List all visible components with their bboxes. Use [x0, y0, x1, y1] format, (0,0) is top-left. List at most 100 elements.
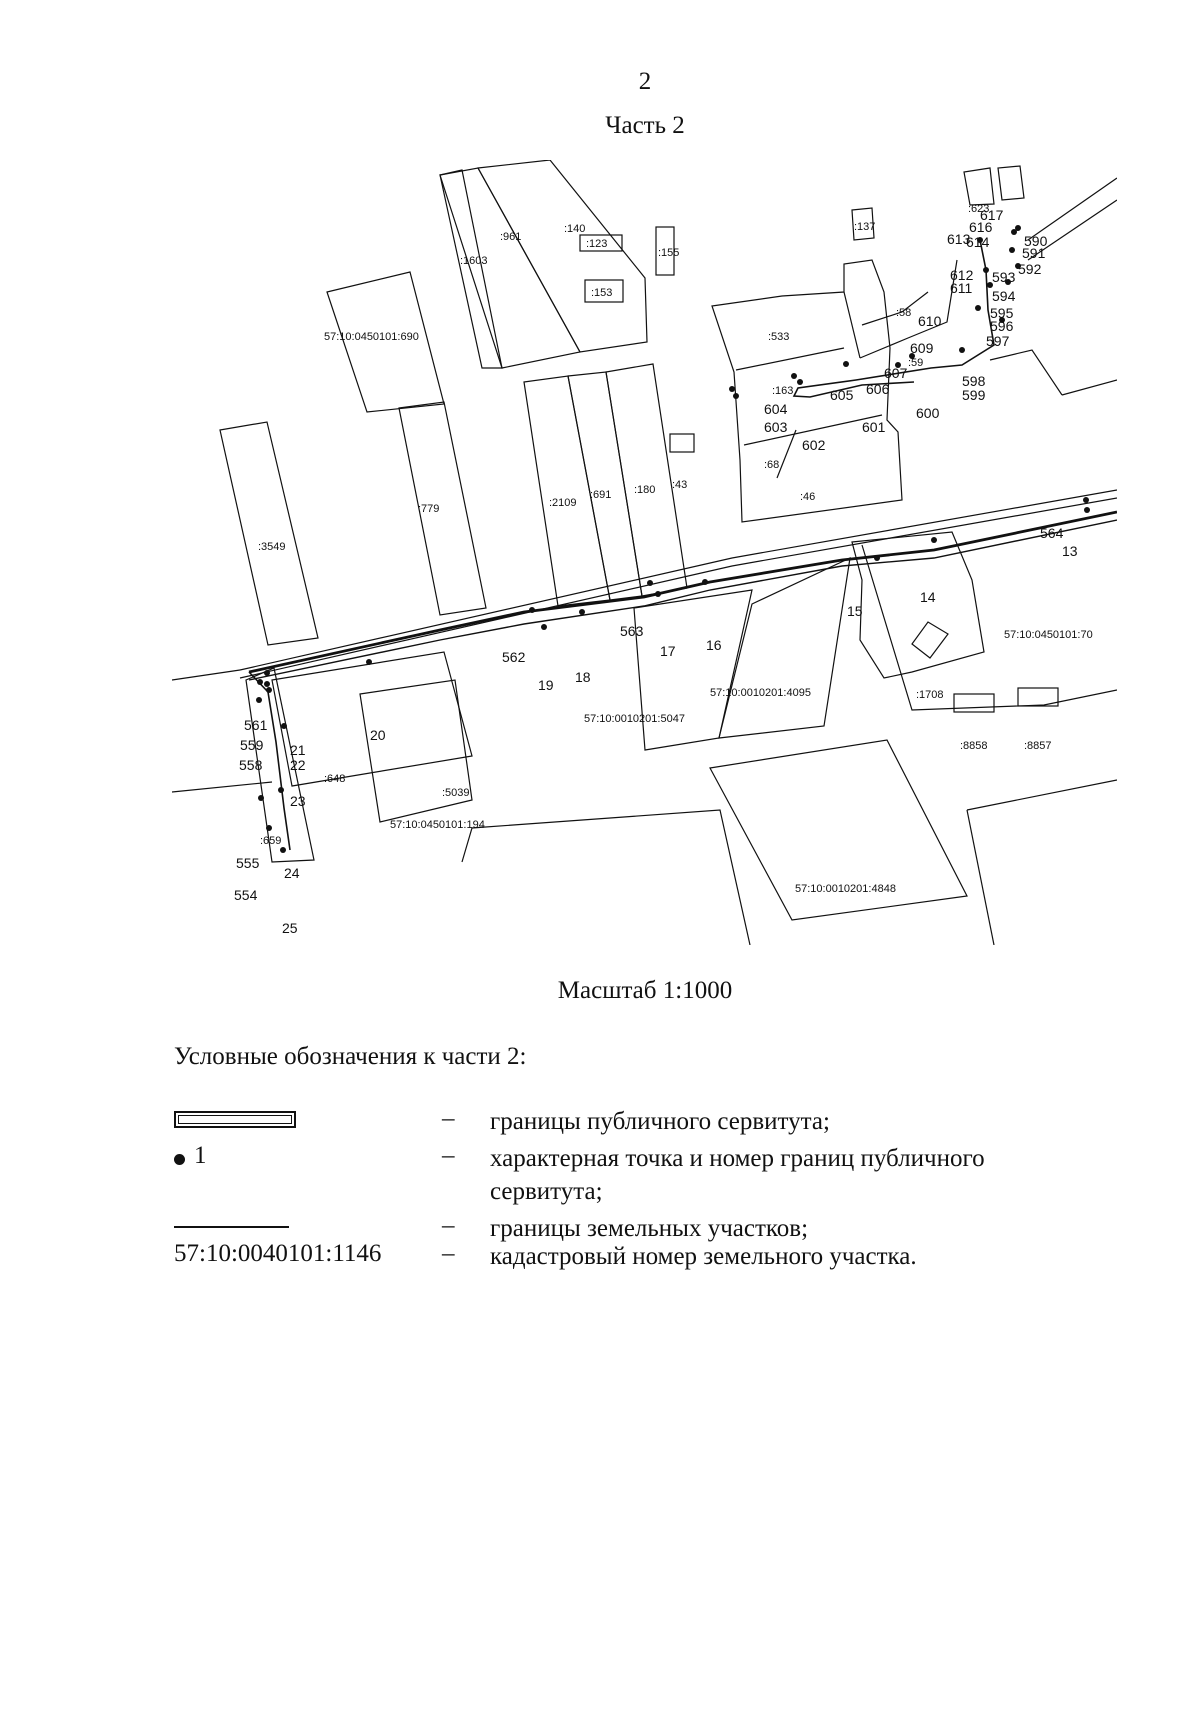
parcel-4848-edge	[966, 779, 1117, 811]
parcel-label: 57:10:0010201:5047	[584, 713, 685, 725]
road-edge-upper-2	[1027, 199, 1117, 261]
point-597	[999, 317, 1005, 323]
legend-dash: –	[442, 1142, 455, 1169]
map-scale: Масштаб 1:1000	[557, 977, 733, 1004]
point-label: 614	[966, 234, 990, 250]
point-17	[655, 591, 661, 597]
point-598	[909, 353, 915, 359]
point-label: 13	[1062, 543, 1078, 559]
cadastral-number-example: 57:10:0040101:1146	[174, 1240, 382, 1267]
parcel-divider	[776, 429, 797, 479]
point-label: 596	[990, 318, 1014, 334]
point-label: 607	[884, 365, 908, 381]
point-label: 601	[862, 419, 886, 435]
parcel-153	[584, 279, 624, 303]
parcel-70	[851, 531, 985, 679]
point-label: 23	[290, 793, 306, 809]
point-label: 609	[910, 340, 934, 356]
point-label: 604	[764, 401, 788, 417]
parcel-label: :43	[672, 479, 687, 491]
point-600	[843, 361, 849, 367]
point-593	[1009, 247, 1015, 253]
parcel-label: :648	[324, 773, 345, 785]
parcel-label: :1603	[460, 255, 488, 267]
point-18	[579, 609, 585, 615]
point-label: 559	[240, 737, 264, 753]
parcel-5047	[633, 589, 753, 751]
point-label: 562	[502, 649, 526, 665]
legend-title: Условные обозначения к части 2:	[174, 1043, 527, 1070]
legend-dash: –	[442, 1105, 455, 1132]
parcel-4095	[718, 556, 851, 739]
point-labels: 613 617 616 614 590 591 592 612 611 593 …	[234, 207, 1078, 936]
point-609	[975, 305, 981, 311]
point-label: 613	[947, 231, 971, 247]
parcel-south	[461, 809, 751, 945]
parcel-label: :691	[590, 489, 611, 501]
point-563	[647, 580, 653, 586]
point-label: 591	[1022, 245, 1046, 261]
legend-text: характерная точка и номер границ публичн…	[490, 1145, 985, 1205]
point-label: 594	[992, 288, 1016, 304]
point-610	[987, 282, 993, 288]
parcel-label: :59	[908, 357, 923, 369]
parcel-4848-edge	[966, 809, 995, 945]
point-label: 14	[920, 589, 936, 605]
parcel-70-lower	[861, 544, 1117, 711]
point-label: 617	[980, 207, 1004, 223]
point-607	[959, 347, 965, 353]
parcel-label: :779	[418, 503, 439, 515]
point-label: 600	[916, 405, 940, 421]
point-555	[258, 795, 264, 801]
parcel-label: :3549	[258, 541, 286, 553]
point-dot-icon	[174, 1154, 185, 1165]
parcel-155	[655, 226, 675, 276]
legend-dash: –	[442, 1240, 455, 1267]
point-603	[733, 393, 739, 399]
point-559	[257, 679, 263, 685]
parcel-58-boundary	[859, 259, 958, 359]
point-564	[1083, 497, 1089, 503]
point-label: 558	[239, 757, 263, 773]
point-613	[977, 237, 983, 243]
point-14	[931, 537, 937, 543]
parcel-label: :8858	[960, 740, 988, 752]
parcel-label: :155	[658, 247, 679, 259]
road-edge-upper	[1027, 177, 1117, 241]
cadastral-map: :961 :140 :1603 :123 :155 :153 57:10:045…	[172, 160, 1117, 945]
parcel-label: :5039	[442, 787, 470, 799]
parcel-1603	[439, 169, 503, 369]
point-label: 15	[847, 603, 863, 619]
parcel-label: :180	[634, 484, 655, 496]
point-label: 592	[1018, 261, 1042, 277]
point-label: 598	[962, 373, 986, 389]
parcel-divider	[743, 414, 883, 446]
part-title: Часть 2	[605, 112, 685, 139]
parcel-label: 57:10:0450101:194	[390, 819, 485, 831]
point-22	[266, 687, 272, 693]
servitude-line-main	[248, 510, 1117, 674]
parcel-5039	[359, 679, 473, 823]
parcel-boundaries	[172, 160, 1117, 945]
point-label: 597	[986, 333, 1010, 349]
parcel-691	[567, 371, 643, 601]
road-edge-north	[239, 489, 1117, 671]
parcel-3549	[219, 421, 319, 646]
point-561	[264, 670, 270, 676]
parcel-label: :2109	[549, 497, 577, 509]
legend-text: границы публичного сервитута;	[490, 1108, 830, 1135]
page-number: 2	[638, 68, 652, 95]
parcel-label: :163	[772, 385, 793, 397]
parcel-label: :153	[591, 287, 612, 299]
point-label: 25	[282, 920, 298, 936]
point-label: 602	[802, 437, 826, 453]
point-24	[278, 787, 284, 793]
point-605	[791, 373, 797, 379]
parcel-label: 57:10:0450101:690	[324, 331, 419, 343]
servitude-line-west	[248, 671, 291, 851]
point-604	[729, 386, 735, 392]
parcel-label: :46	[800, 491, 815, 503]
point-symbol-label: 1	[194, 1142, 207, 1169]
parcel-779	[398, 401, 487, 616]
parcel-123	[579, 234, 623, 252]
